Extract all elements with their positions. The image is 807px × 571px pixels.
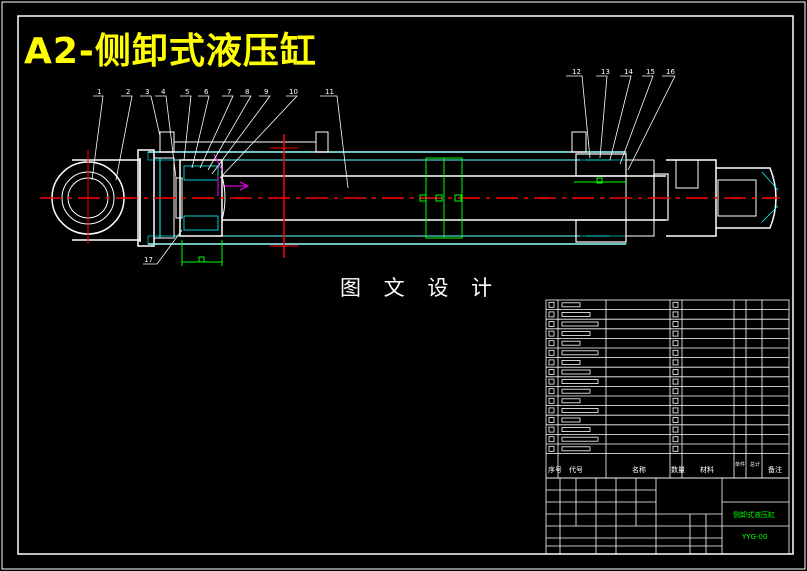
- part-label: 6: [204, 88, 209, 96]
- bom-index-mark: [548, 340, 555, 347]
- inner-border: [17, 15, 794, 555]
- bom-qty-mark: [672, 397, 679, 404]
- bom-qty-mark: [672, 388, 679, 395]
- part-label: 15: [646, 68, 655, 76]
- bom-qty-mark: [672, 417, 679, 423]
- leader-lines: [91, 75, 676, 265]
- bom-qty-mark: [672, 359, 679, 366]
- bom-qty-mark: [672, 311, 679, 318]
- bom-code-mark: [561, 398, 581, 404]
- bom-index-mark: [548, 349, 555, 356]
- bom-code-mark: [561, 379, 599, 385]
- bom-index-mark: [548, 436, 555, 443]
- part-label: 11: [325, 88, 334, 96]
- bom-code-mark: [561, 427, 591, 433]
- bom-code-mark: [561, 340, 581, 346]
- bom-header-name: 名称: [632, 465, 646, 474]
- part-label: 1: [97, 88, 101, 96]
- bom-index-mark: [548, 321, 555, 327]
- bom-index-mark: [548, 330, 555, 337]
- part-number-labels: 1 2 3 4 5 6 7 8 9 10 11 12 13 14 15 16 1…: [97, 68, 675, 264]
- part-label: 8: [245, 88, 249, 96]
- part-label: 17: [144, 256, 153, 264]
- part-label: 7: [227, 88, 231, 96]
- part-label: 14: [624, 68, 633, 76]
- bom-qty-mark: [672, 321, 679, 327]
- bom-qty-mark: [672, 407, 679, 414]
- watermark-text: 图 文 设 计: [340, 276, 501, 300]
- bom-qty-mark: [672, 378, 679, 385]
- bom-qty-mark: [672, 426, 679, 433]
- bom-code-mark: [561, 417, 581, 423]
- bom-index-mark: [548, 445, 555, 452]
- part-label: 4: [161, 88, 166, 96]
- bom-code-mark: [561, 436, 599, 442]
- drawing-title: A2-侧卸式液压缸: [24, 31, 317, 72]
- bom-qty-mark: [672, 445, 679, 452]
- bom-code-mark: [561, 369, 591, 375]
- cylinder-assembly: [40, 131, 780, 266]
- bom-code-mark: [561, 321, 599, 327]
- bom-header-code: 代号: [569, 465, 583, 474]
- bom-header-qty: 数量: [671, 465, 685, 474]
- bom-code-mark: [561, 302, 581, 308]
- bom-index-mark: [548, 417, 555, 423]
- bom-qty-mark: [672, 330, 679, 337]
- bom-header-index: 序号: [548, 465, 562, 474]
- part-label: 16: [666, 68, 675, 76]
- bom-index-mark: [548, 359, 555, 366]
- bom-header-total: 总计: [750, 461, 760, 468]
- bom-header-unit: 单件: [735, 461, 745, 468]
- bom-qty-mark: [672, 340, 679, 347]
- bom-code-mark: [561, 331, 591, 337]
- bom-index-mark: [548, 388, 555, 395]
- bom-code-mark: [561, 359, 581, 365]
- part-label: 5: [185, 88, 189, 96]
- bom-index-mark: [548, 369, 555, 375]
- part-label: 2: [126, 88, 130, 96]
- bom-index-mark: [548, 378, 555, 385]
- bom-code-mark: [561, 446, 591, 452]
- bom-header-material: 材料: [700, 465, 714, 474]
- bom-header: 序号 代号 名称 数量 材料 单件 总计 备注: [548, 461, 782, 474]
- bom-code-mark: [561, 407, 599, 413]
- drawing-name: 侧卸式液压缸: [733, 510, 775, 519]
- bom-qty-mark: [672, 436, 679, 443]
- part-label: 9: [264, 88, 268, 96]
- bom-index-mark: [548, 301, 555, 308]
- bom-header-remark: 备注: [768, 465, 782, 474]
- bom-code-mark: [561, 388, 591, 394]
- drawing-number: YYG-00: [741, 533, 767, 541]
- piston: [175, 153, 250, 237]
- bom-index-mark: [548, 311, 555, 318]
- bom-qty-mark: [672, 301, 679, 308]
- part-label: 12: [572, 68, 581, 76]
- bom-index-mark: [548, 407, 555, 414]
- bom-table: [545, 299, 790, 479]
- bom-index-mark: [548, 426, 555, 433]
- bom-qty-mark: [672, 349, 679, 356]
- part-label: 3: [145, 88, 149, 96]
- bom-code-mark: [561, 350, 599, 356]
- part-label: 13: [601, 68, 610, 76]
- part-label: 10: [289, 88, 298, 96]
- bom-qty-mark: [672, 369, 679, 375]
- rear-clevis: [51, 158, 141, 242]
- title-block: [545, 477, 790, 555]
- rear-port: [159, 131, 329, 153]
- bom-index-mark: [548, 397, 555, 404]
- bom-code-mark: [561, 311, 591, 317]
- dimension-marks: [181, 157, 626, 266]
